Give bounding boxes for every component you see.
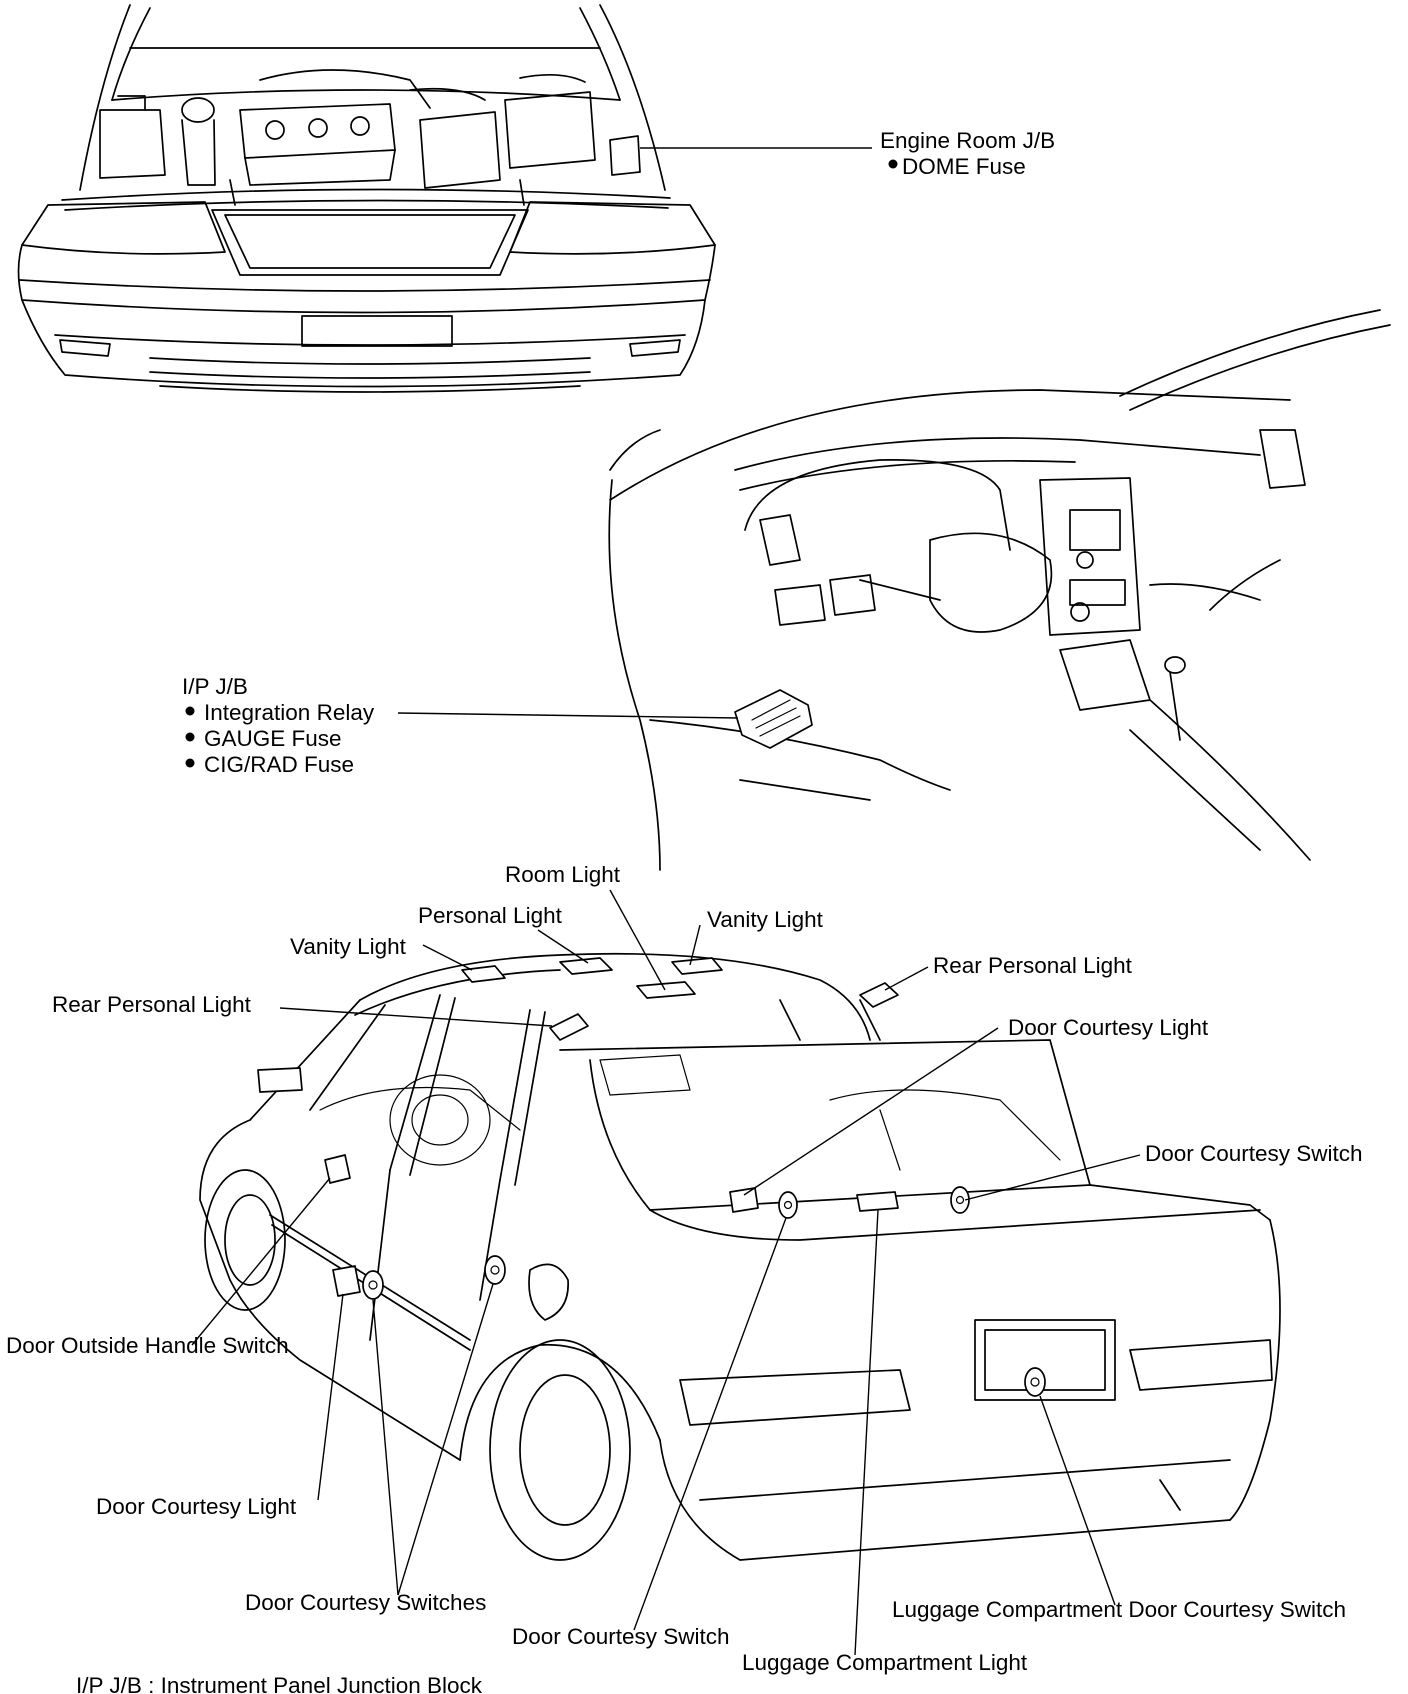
bullet-dome-fuse xyxy=(888,159,898,169)
label-integration-relay: Integration Relay xyxy=(204,700,375,725)
personal-light-component xyxy=(559,957,613,975)
vanity-light-left-component xyxy=(461,965,506,983)
label-dome-fuse: DOME Fuse xyxy=(902,154,1026,179)
label-rear-personal-light-right: Rear Personal Light xyxy=(933,953,1133,978)
bullet-cig-rad-fuse xyxy=(185,758,195,768)
label-door-courtesy-switch-right: Door Courtesy Switch xyxy=(1145,1141,1363,1166)
door-courtesy-switch-luggage-side-component xyxy=(950,1186,970,1214)
rear-personal-light-right-component xyxy=(859,982,899,1008)
door-outside-handle-switch-component xyxy=(324,1154,351,1184)
label-door-courtesy-switch-bottom: Door Courtesy Switch xyxy=(512,1624,730,1649)
dashboard-illustration xyxy=(608,309,1391,871)
bullet-markers xyxy=(185,159,898,768)
label-door-courtesy-switches: Door Courtesy Switches xyxy=(245,1590,486,1615)
engine-bay-illustration xyxy=(17,4,716,393)
vanity-light-right-component xyxy=(671,957,723,975)
leader-lines xyxy=(191,147,1141,1656)
footnote: I/P J/B : Instrument Panel Junction Bloc… xyxy=(76,1673,483,1694)
bullet-gauge-fuse xyxy=(185,732,195,742)
label-luggage-door-courtesy-switch: Luggage Compartment Door Courtesy Switch xyxy=(892,1597,1346,1622)
room-light-component xyxy=(636,981,696,999)
rear-personal-light-left-component xyxy=(549,1013,589,1041)
door-courtesy-light-right-component xyxy=(729,1187,759,1213)
label-ip-jb: I/P J/B xyxy=(182,674,248,699)
door-courtesy-switch-right-component xyxy=(778,1191,798,1219)
label-door-outside-handle-switch: Door Outside Handle Switch xyxy=(6,1333,289,1358)
label-cig-rad-fuse: CIG/RAD Fuse xyxy=(204,752,354,777)
label-rear-personal-light-left: Rear Personal Light xyxy=(52,992,252,1017)
luggage-compartment-light-component xyxy=(856,1191,899,1212)
label-vanity-light-right: Vanity Light xyxy=(707,907,824,932)
bullet-integration-relay xyxy=(185,706,195,716)
callout-labels: Engine Room J/B DOME Fuse I/P J/B Integr… xyxy=(6,128,1363,1675)
label-engine-room-jb: Engine Room J/B xyxy=(880,128,1055,153)
door-courtesy-light-left-component xyxy=(332,1265,361,1297)
door-courtesy-switch-front-component xyxy=(362,1270,384,1300)
door-courtesy-switch-rear-component xyxy=(484,1255,506,1285)
label-door-courtesy-light-right: Door Courtesy Light xyxy=(1008,1015,1209,1040)
luggage-door-courtesy-switch-component xyxy=(1024,1367,1046,1397)
label-room-light: Room Light xyxy=(505,862,621,887)
sedan-illustration xyxy=(199,952,1281,1561)
label-personal-light: Personal Light xyxy=(418,903,563,928)
label-gauge-fuse: GAUGE Fuse xyxy=(204,726,342,751)
label-door-courtesy-light-left: Door Courtesy Light xyxy=(96,1494,297,1519)
label-luggage-compartment-light: Luggage Compartment Light xyxy=(742,1650,1028,1675)
label-vanity-light-left: Vanity Light xyxy=(290,934,407,959)
